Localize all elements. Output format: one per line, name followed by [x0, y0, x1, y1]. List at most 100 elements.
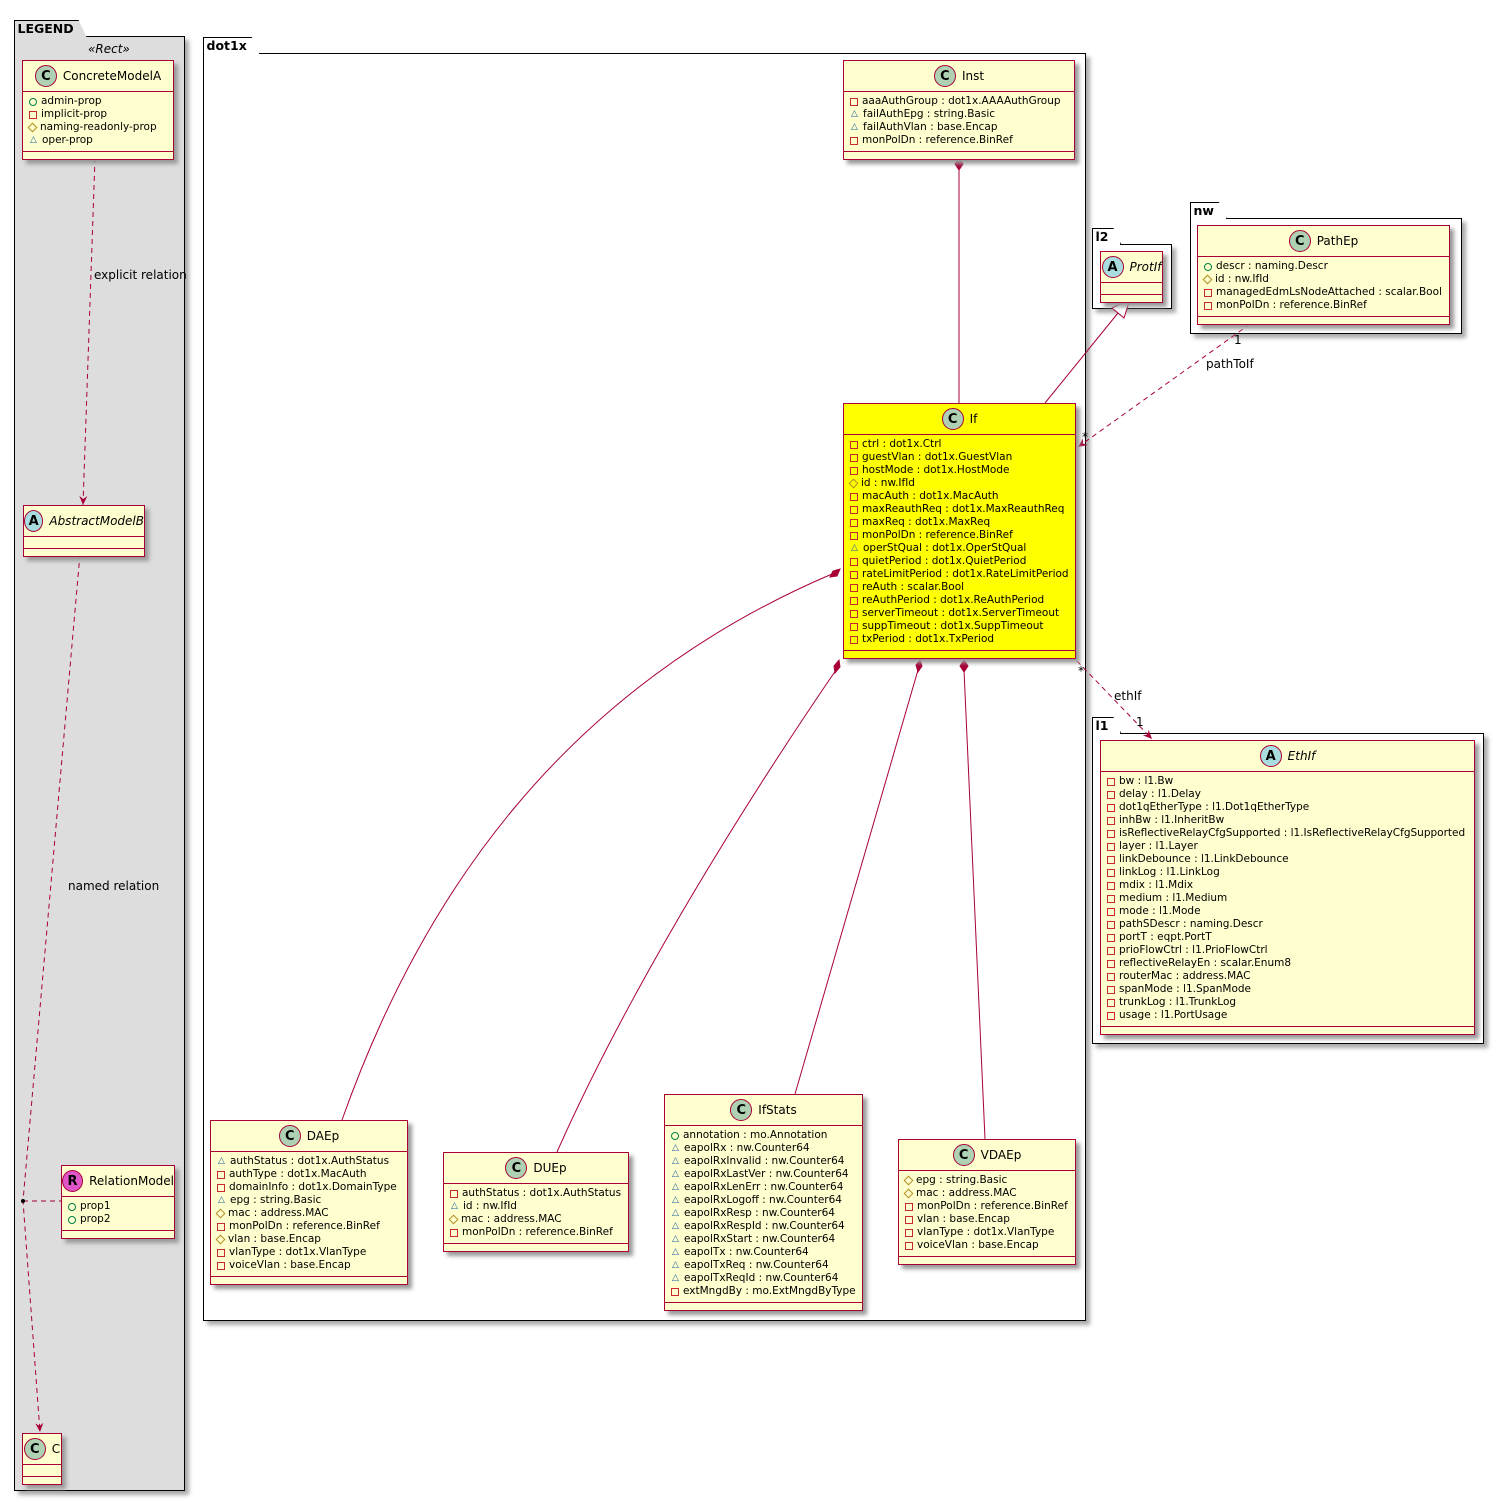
class-attribute: naming-readonly-prop [27, 121, 173, 134]
class-attribute: annotation : mo.Annotation [671, 1129, 862, 1142]
class-attribute: mac : address.MAC [215, 1207, 407, 1220]
private-visibility-icon [1107, 777, 1115, 786]
class-attribute: medium : l1.Medium [1107, 892, 1474, 905]
class-attribute: portT : eqpt.PortT [1107, 931, 1474, 944]
attribute-text: trunkLog : l1.TrunkLog [1119, 996, 1237, 1008]
attribute-text: monPolDn : reference.BinRef [229, 1220, 380, 1232]
class-attribute: △eapolRxInvalid : nw.Counter64 [671, 1155, 862, 1168]
attribute-text: authStatus : dot1x.AuthStatus [230, 1155, 390, 1167]
attribute-text: linkDebounce : l1.LinkDebounce [1119, 853, 1289, 865]
edge-mult-pathtoif-to: * [1082, 430, 1088, 444]
package-l2-label: l2 [1092, 228, 1122, 245]
attribute-text: mdix : l1.Mdix [1119, 879, 1194, 891]
edge-mult-ethif-from: * [1078, 664, 1084, 678]
attribute-text: layer : l1.Layer [1119, 840, 1198, 852]
abstract-class-icon: A [1101, 256, 1124, 278]
attribute-text: quietPeriod : dot1x.QuietPeriod [862, 555, 1027, 567]
class-attribute: isReflectiveRelayCfgSupported : l1.IsRef… [1107, 827, 1474, 840]
class-methods [844, 651, 1075, 658]
attribute-text: mac : address.MAC [228, 1207, 329, 1219]
class-methods [899, 1257, 1075, 1264]
private-visibility-icon [1107, 985, 1115, 994]
class-attribute: id : nw.IfId [848, 477, 1075, 490]
class-attribute: △id : nw.IfId [450, 1200, 628, 1213]
private-visibility-icon [217, 1170, 225, 1179]
attribute-text: prop2 [80, 1213, 111, 1225]
class-name: EthIf [1287, 749, 1316, 763]
attribute-text: portT : eqpt.PortT [1119, 931, 1212, 943]
private-visibility-icon [1107, 946, 1115, 955]
relation-class-icon: R [62, 1170, 84, 1192]
attribute-text: mode : l1.Mode [1119, 905, 1201, 917]
attribute-text: id : nw.IfId [861, 477, 915, 489]
class-attribute: △eapolTxReqId : nw.Counter64 [671, 1272, 862, 1285]
private-visibility-icon [217, 1261, 225, 1270]
private-visibility-icon [1204, 288, 1212, 297]
class-attribute: delay : l1.Delay [1107, 788, 1474, 801]
class-attributes [1101, 283, 1162, 295]
package-nw-label: nw [1190, 202, 1227, 219]
package-visibility-icon: △ [672, 1169, 679, 1179]
package-visibility-icon: △ [672, 1247, 679, 1257]
class-methods [23, 1477, 61, 1484]
attribute-text: spanMode : l1.SpanMode [1119, 983, 1252, 995]
class-attribute: routerMac : address.MAC [1107, 970, 1474, 983]
class-attribute: authStatus : dot1x.AuthStatus [450, 1187, 628, 1200]
private-visibility-icon [850, 505, 858, 514]
package-l1-label: l1 [1092, 717, 1122, 734]
public-visibility-icon [68, 1215, 76, 1224]
class-name: IfStats [758, 1103, 797, 1117]
class-attribute: △eapolTx : nw.Counter64 [671, 1246, 862, 1259]
attribute-text: ctrl : dot1x.Ctrl [862, 438, 942, 450]
attribute-text: eapolRxRespId : nw.Counter64 [684, 1220, 845, 1232]
attribute-text: monPolDn : reference.BinRef [862, 529, 1013, 541]
package-visibility-icon: △ [30, 135, 37, 145]
class-icon: C [505, 1157, 528, 1179]
attribute-text: eapolRxInvalid : nw.Counter64 [684, 1155, 845, 1167]
class-attribute: layer : l1.Layer [1107, 840, 1474, 853]
abstract-class-icon: A [1259, 745, 1282, 767]
class-attribute: domainInfo : dot1x.DomainType [217, 1181, 407, 1194]
attribute-text: delay : l1.Delay [1119, 788, 1201, 800]
private-visibility-icon [850, 557, 858, 566]
protected-visibility-icon [903, 1188, 914, 1199]
protected-visibility-icon [903, 1175, 914, 1186]
class-attributes [23, 1465, 61, 1477]
class-attribute: implicit-prop [29, 108, 173, 121]
class-name: PathEp [1316, 234, 1359, 248]
edge-label-ethif: ethIf [1114, 689, 1142, 703]
attribute-text: implicit-prop [41, 108, 108, 120]
class-attribute: prop1 [68, 1200, 174, 1213]
attribute-text: macAuth : dot1x.MacAuth [862, 490, 999, 502]
attribute-text: epg : string.Basic [230, 1194, 322, 1206]
private-visibility-icon [1107, 855, 1115, 864]
attribute-text: descr : naming.Descr [1216, 260, 1328, 272]
attribute-text: isReflectiveRelayCfgSupported : l1.IsRef… [1119, 827, 1466, 839]
private-visibility-icon [905, 1228, 913, 1237]
class-attributes: aaaAuthGroup : dot1x.AAAAuthGroup△failAu… [844, 92, 1074, 152]
protected-visibility-icon [215, 1208, 226, 1219]
class-attribute: linkLog : l1.LinkLog [1107, 866, 1474, 879]
class-methods [62, 1231, 174, 1238]
class-attributes: annotation : mo.Annotation△eapolRx : nw.… [665, 1126, 862, 1303]
attribute-text: bw : l1.Bw [1119, 775, 1174, 787]
package-visibility-icon: △ [672, 1273, 679, 1283]
